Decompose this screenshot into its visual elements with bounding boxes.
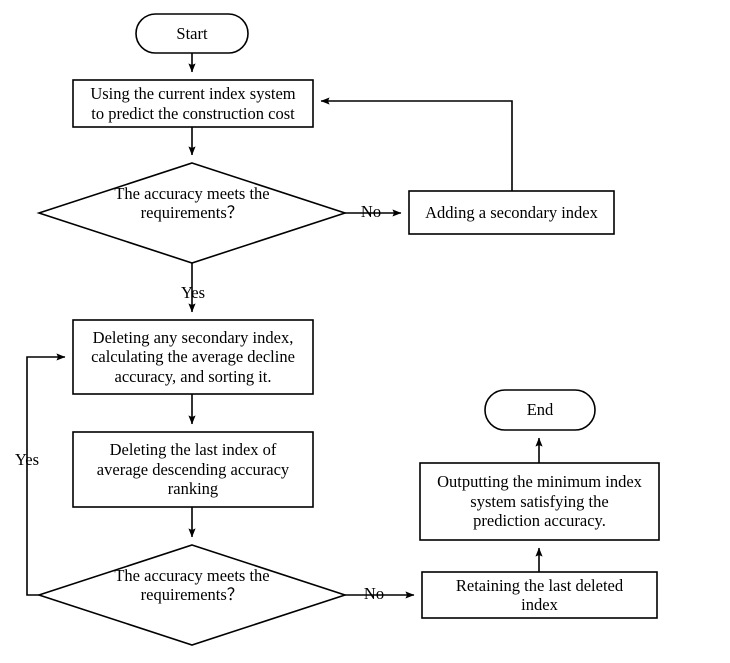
node-add-index-shape [408, 190, 615, 235]
edge-label-no-2: No [363, 584, 385, 603]
node-retain-last-shape [421, 571, 658, 619]
node-accuracy-check-1-shape [36, 162, 348, 264]
node-delete-any-shape [72, 319, 314, 395]
edge-add-index-feedback-to-predict [320, 97, 513, 191]
node-predict-shape [72, 79, 314, 128]
node-start-shape [135, 13, 249, 54]
edge-label-no-1: No [360, 202, 382, 221]
edge-label-yes-1: Yes [180, 283, 205, 302]
node-accuracy-check-2-shape [36, 544, 348, 646]
node-output-shape [419, 462, 660, 541]
node-delete-last-shape [72, 431, 314, 508]
node-end-shape [484, 389, 596, 431]
edge-label-yes-2: Yes [14, 450, 39, 469]
edge-check2-yes-loop-to-delete-any [26, 353, 66, 596]
